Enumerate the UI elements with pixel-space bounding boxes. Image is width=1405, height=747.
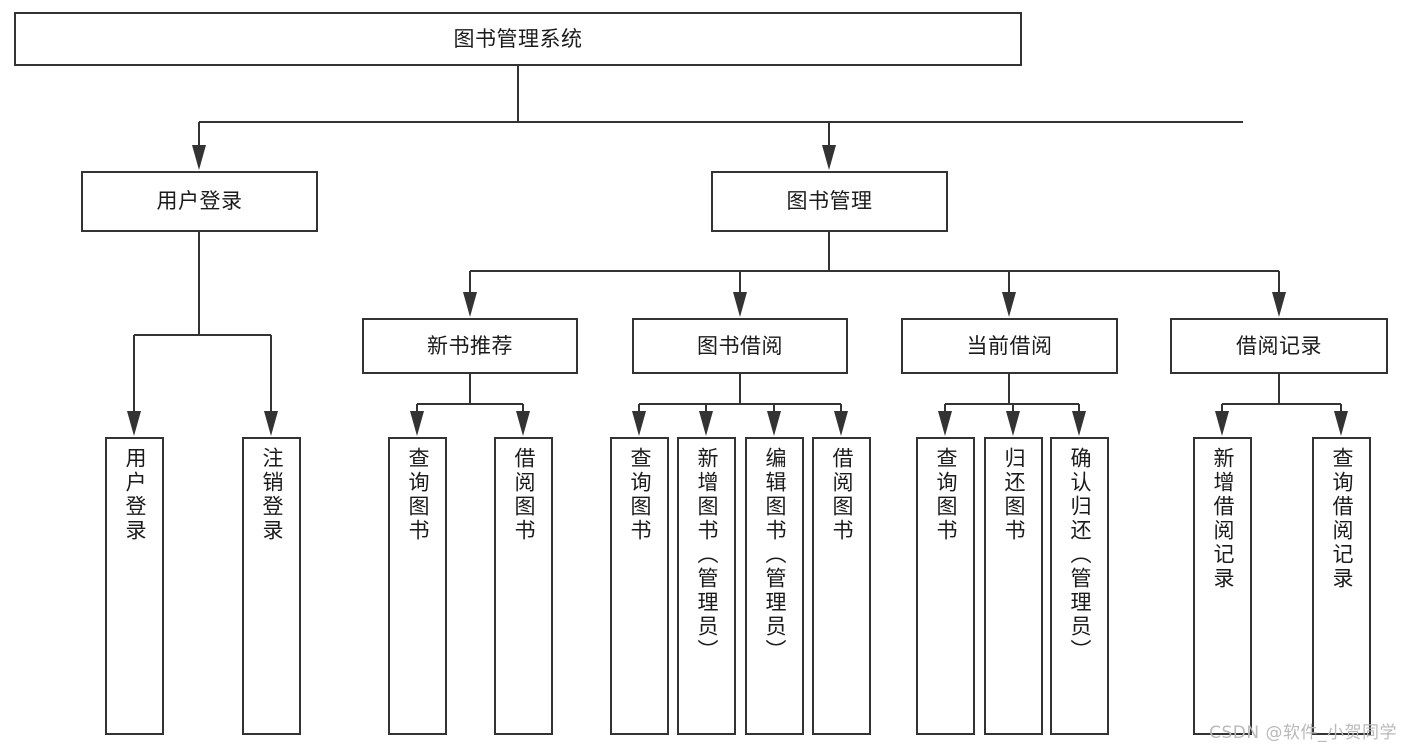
arrowhead-leaf-confirm-return [1072, 411, 1086, 436]
node-leaf-edit-book[interactable]: 编辑图书（管理员） [745, 437, 804, 735]
arrowhead-leaf-edit-book [767, 411, 781, 436]
arrowhead-leaf-borrow-book-2 [834, 411, 848, 436]
arrowhead-user-login [192, 145, 206, 170]
arrowhead-leaf-query-book-1 [410, 411, 424, 436]
arrowhead-leaf-query-book-2 [632, 411, 646, 436]
node-book-borrow[interactable]: 图书借阅 [632, 318, 848, 374]
node-leaf-borrow-book-1-label: 借阅图书 [512, 447, 536, 543]
arrowhead-leaf-add-book [699, 411, 713, 436]
node-leaf-add-book-label: 新增图书（管理员） [695, 447, 719, 663]
node-leaf-add-record[interactable]: 新增借阅记录 [1193, 437, 1252, 735]
arrowhead-leaf-query-book-3 [938, 411, 952, 436]
node-new-book-recommend[interactable]: 新书推荐 [362, 318, 578, 374]
arrowhead-leaf-borrow-book-1 [516, 411, 530, 436]
arrowhead-book-borrow [733, 292, 747, 317]
node-leaf-query-record[interactable]: 查询借阅记录 [1312, 437, 1371, 735]
node-leaf-query-book-2[interactable]: 查询图书 [610, 437, 669, 735]
arrowhead-current-borrow [1002, 292, 1016, 317]
node-book-borrow-label: 图书借阅 [697, 333, 783, 358]
arrowhead-borrow-record [1272, 292, 1286, 317]
node-root-label: 图书管理系统 [453, 26, 583, 51]
node-borrow-record[interactable]: 借阅记录 [1170, 318, 1388, 374]
node-leaf-borrow-book-1[interactable]: 借阅图书 [494, 437, 553, 735]
arrowhead-leaf-add-record [1215, 411, 1229, 436]
csdn-watermark: CSDN @软件_小贺同学 [1209, 723, 1397, 743]
node-root[interactable]: 图书管理系统 [14, 12, 1022, 66]
node-leaf-confirm-return[interactable]: 确认归还（管理员） [1050, 437, 1109, 735]
node-leaf-query-record-label: 查询借阅记录 [1330, 447, 1354, 591]
node-user-login-label: 用户登录 [156, 189, 243, 214]
node-current-borrow-label: 当前借阅 [966, 333, 1053, 358]
node-new-book-recommend-label: 新书推荐 [427, 333, 513, 358]
node-borrow-record-label: 借阅记录 [1236, 333, 1322, 358]
arrowhead-leaf-query-record [1334, 411, 1348, 436]
node-leaf-add-record-label: 新增借阅记录 [1211, 447, 1235, 591]
node-leaf-logout-label: 注销登录 [260, 447, 284, 543]
arrowhead-leaf-logout [264, 411, 278, 436]
node-leaf-edit-book-label: 编辑图书（管理员） [763, 447, 787, 663]
node-book-management[interactable]: 图书管理 [711, 171, 948, 232]
node-leaf-logout[interactable]: 注销登录 [242, 437, 301, 735]
node-leaf-return-book-label: 归还图书 [1002, 447, 1026, 543]
arrowhead-leaf-user-login [127, 411, 141, 436]
arrowheads [127, 145, 1348, 436]
node-leaf-borrow-book-2-label: 借阅图书 [830, 447, 854, 543]
node-leaf-user-login[interactable]: 用户登录 [105, 437, 164, 735]
node-leaf-confirm-return-label: 确认归还（管理员） [1068, 447, 1092, 663]
node-book-management-label: 图书管理 [786, 189, 873, 214]
arrowhead-new-book-recommend [463, 292, 477, 317]
node-current-borrow[interactable]: 当前借阅 [901, 318, 1118, 374]
arrowhead-book-management [822, 145, 836, 170]
node-leaf-borrow-book-2[interactable]: 借阅图书 [812, 437, 871, 735]
node-leaf-query-book-3-label: 查询图书 [934, 447, 958, 543]
node-leaf-query-book-2-label: 查询图书 [628, 447, 652, 543]
node-leaf-user-login-label: 用户登录 [123, 447, 147, 543]
node-leaf-add-book[interactable]: 新增图书（管理员） [677, 437, 736, 735]
node-leaf-query-book-3[interactable]: 查询图书 [916, 437, 975, 735]
node-leaf-query-book-1[interactable]: 查询图书 [388, 437, 447, 735]
node-leaf-query-book-1-label: 查询图书 [406, 447, 430, 543]
node-leaf-return-book[interactable]: 归还图书 [984, 437, 1043, 735]
arrowhead-leaf-return-book [1006, 411, 1020, 436]
node-user-login[interactable]: 用户登录 [81, 171, 318, 232]
